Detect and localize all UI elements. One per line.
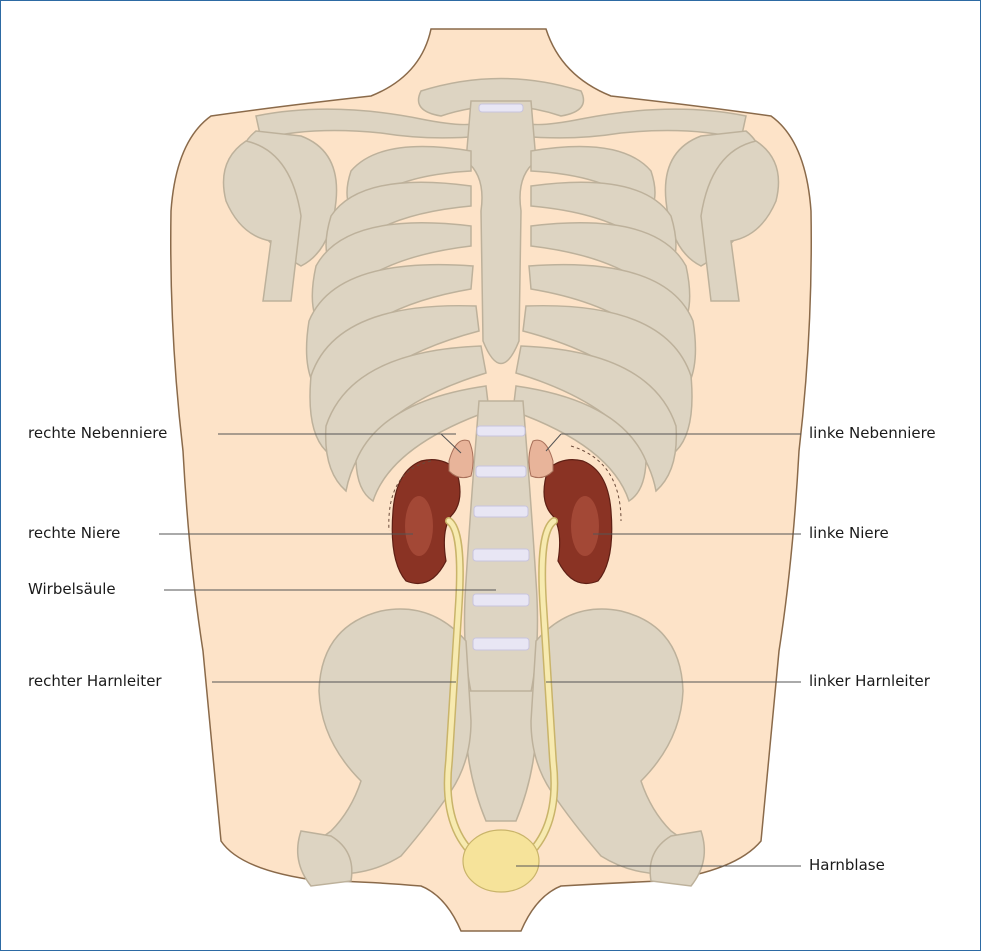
disc-3 <box>476 466 526 477</box>
right-kidney-highlight <box>405 496 433 556</box>
label-left-kidney: linke Niere <box>809 524 889 542</box>
disc-2 <box>477 426 525 436</box>
disc-5 <box>473 549 529 561</box>
label-right-ureter: rechter Harnleiter <box>28 672 162 690</box>
label-right-adrenal: rechte Nebenniere <box>28 424 167 442</box>
disc-1 <box>479 104 523 112</box>
label-right-kidney: rechte Niere <box>28 524 120 542</box>
disc-4 <box>474 506 528 517</box>
label-spine: Wirbelsäule <box>28 580 116 598</box>
label-left-ureter: linker Harnleiter <box>809 672 930 690</box>
disc-6 <box>473 594 529 606</box>
bladder <box>463 830 539 892</box>
label-bladder: Harnblase <box>809 856 885 874</box>
label-left-adrenal: linke Nebenniere <box>809 424 936 442</box>
left-kidney-highlight <box>571 496 599 556</box>
disc-7 <box>473 638 529 650</box>
